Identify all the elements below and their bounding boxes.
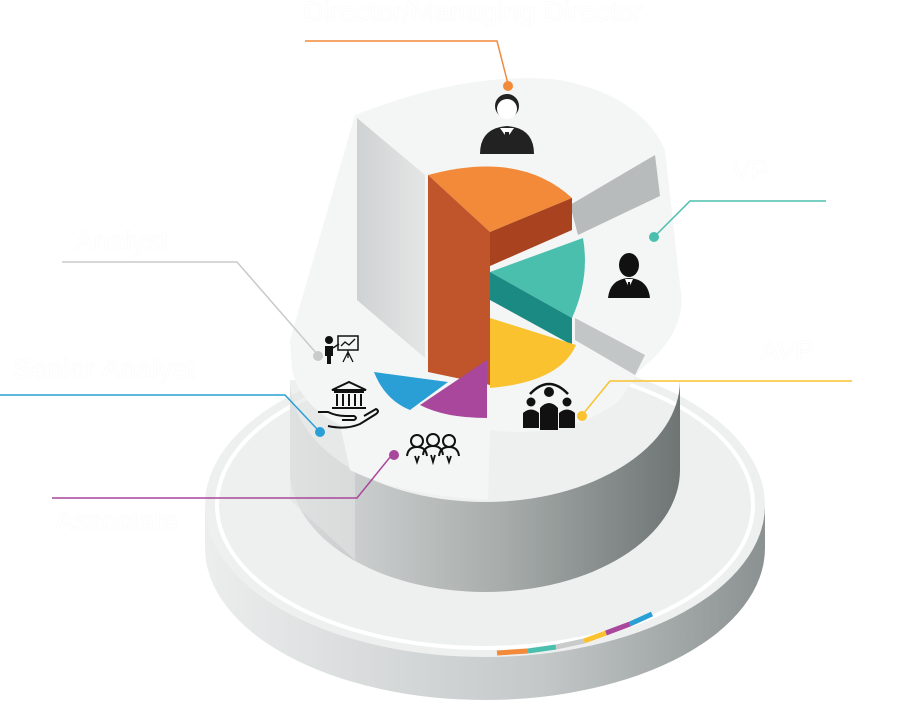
callout-analyst <box>62 261 318 355</box>
label-associate: Associate <box>55 505 179 536</box>
callout-vp <box>654 200 826 237</box>
team-leader-icon <box>523 382 575 430</box>
label-avp: AVP <box>760 335 815 366</box>
segment-director <box>428 166 572 385</box>
callout-avp <box>582 380 852 415</box>
callout-dot-vp <box>649 232 659 242</box>
callout-director <box>305 40 509 85</box>
callout-dot-associate <box>389 450 399 460</box>
label-director: Director/Managing Director <box>303 0 643 27</box>
segment-associate <box>420 360 487 418</box>
avp-notch-wall <box>575 318 645 375</box>
label-analyst: Analyst <box>75 225 169 256</box>
label-senior-analyst: Senior Analyst <box>13 353 195 384</box>
callout-associate <box>52 455 392 499</box>
back-wall <box>357 118 425 358</box>
bank-hand-icon <box>318 380 379 429</box>
callout-dot-senior-analyst <box>315 427 325 437</box>
callout-dot-avp <box>577 411 587 421</box>
group-icon <box>406 433 460 466</box>
callout-dot-director <box>503 81 513 91</box>
callout-senior-analyst <box>0 394 319 431</box>
vp-notch-wall <box>570 155 660 235</box>
segment-vp <box>490 238 585 345</box>
callout-dot-analyst <box>313 351 323 361</box>
base-color-stripe <box>496 611 654 656</box>
businessman-icon <box>480 94 534 154</box>
cylinder-body <box>290 380 680 592</box>
segment-senior-analyst <box>374 372 448 410</box>
label-vp: VP <box>732 155 770 186</box>
presenter-chart-icon <box>325 335 359 364</box>
executive-icon <box>608 253 650 298</box>
segment-avp <box>490 318 576 388</box>
callouts <box>0 40 852 499</box>
